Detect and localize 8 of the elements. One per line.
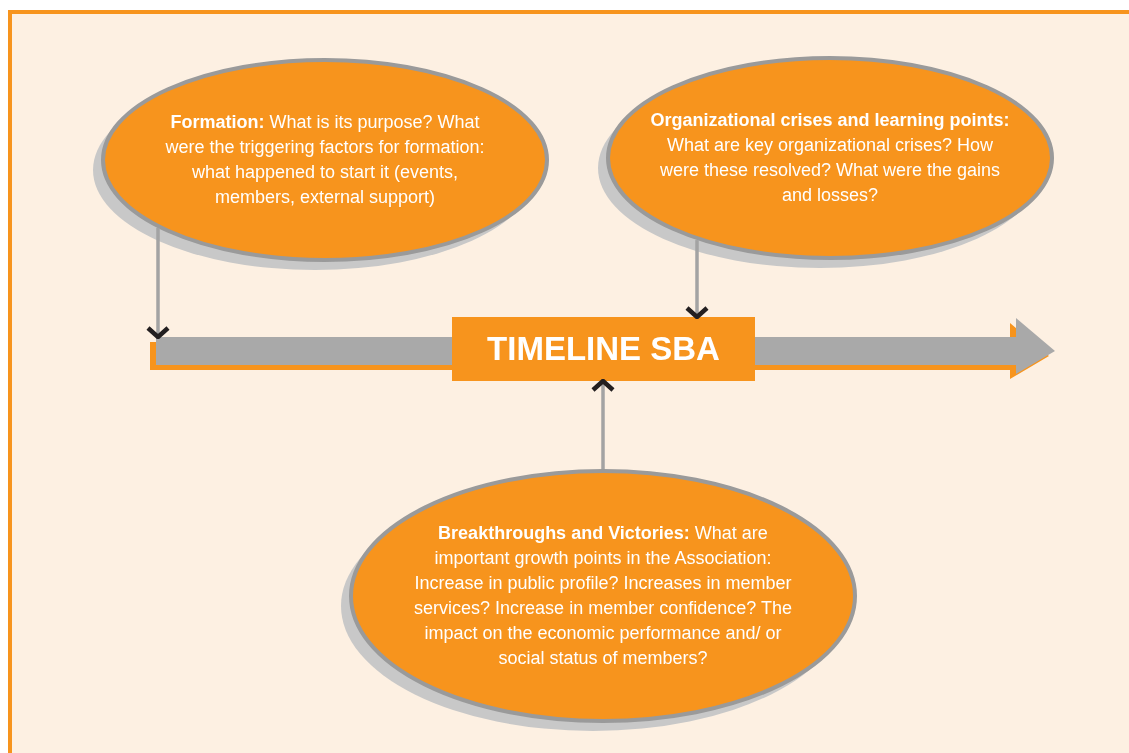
arrow — [684, 240, 710, 320]
timeline-title: TIMELINE SBA — [487, 330, 720, 368]
arrow — [590, 378, 616, 469]
title-box — [452, 317, 755, 381]
question-text: Breakthroughs and Victories: What are important growth points in the Association: Increase in public profile? Increases in member services? Increase in member confidence? The impact on the economic performance and/ or social status of members? — [413, 522, 793, 670]
arrow — [145, 228, 171, 340]
question-text: Organizational crises and learning points: What are key organizational crises? How were these resolved? What were the gains and losses? — [650, 109, 1010, 207]
question-text: Formation: What is its purpose? What were the triggering factors for formation: what happened to start it (events, members, external support) — [164, 111, 486, 209]
